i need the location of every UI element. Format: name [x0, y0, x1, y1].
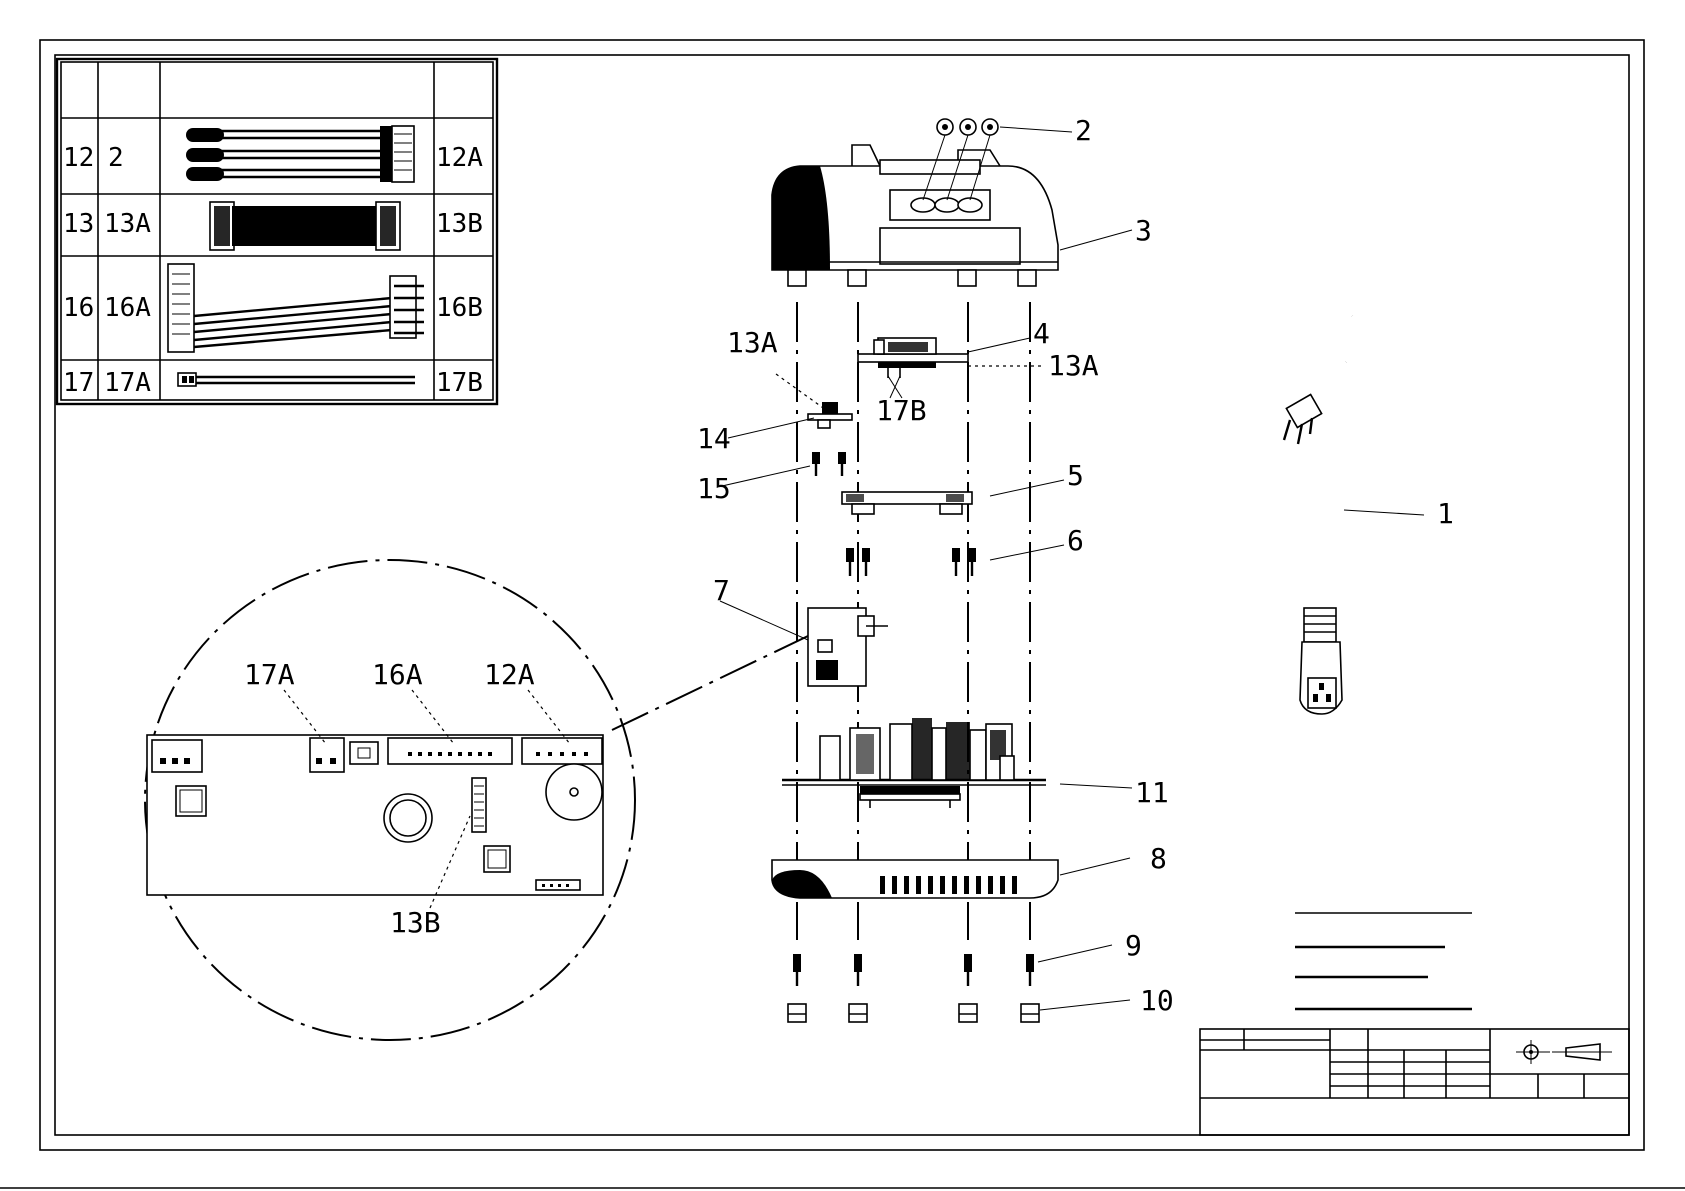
callout-6: 6: [1067, 524, 1084, 557]
callout-5: 5: [1067, 459, 1084, 492]
cable-12-graphic: [186, 126, 414, 182]
detail-label-16a: 16A: [372, 658, 423, 691]
cable-13-graphic: [210, 202, 400, 250]
callout-14: 14: [697, 422, 731, 455]
main-board-part-11: [782, 718, 1046, 808]
connector-part-7: [808, 608, 888, 686]
feet-part-10: [788, 1004, 1039, 1022]
callout-3: 3: [1135, 214, 1152, 247]
table-row-12-to: 12A: [436, 143, 483, 173]
screws-part-15: [812, 452, 846, 476]
callout-17b: 17B: [876, 394, 927, 427]
table-row-13-to: 13B: [436, 209, 483, 239]
callout-2: 2: [1075, 114, 1092, 147]
projection-symbol: [1516, 1040, 1612, 1064]
callout-8: 8: [1150, 842, 1167, 875]
table-row-12-from: 2: [108, 143, 124, 173]
connector-16a-pins: [408, 752, 492, 756]
top-housing-part-3: [772, 145, 1058, 286]
callout-10: 10: [1140, 984, 1174, 1017]
table-row-17-to: 17B: [436, 368, 483, 398]
screws-part-9: [793, 954, 1034, 986]
bracket-part-5: [842, 492, 972, 514]
display-board-part-4: [858, 338, 968, 378]
callout-15: 15: [697, 472, 731, 505]
callout-1: 1: [1437, 497, 1454, 530]
notes-lines: [1295, 913, 1472, 1009]
cable-17-graphic: [178, 373, 415, 386]
screws-part-6: [846, 548, 976, 576]
table-row-13-id: 13: [63, 209, 94, 239]
table-row-16-id: 16: [63, 293, 94, 323]
table-row-17-id: 17: [63, 368, 94, 398]
detail-label-12a: 12A: [484, 658, 535, 691]
title-block: [1200, 1029, 1629, 1135]
callout-13a-right: 13A: [1048, 349, 1099, 382]
table-row-16-to: 16B: [436, 293, 483, 323]
detail-label-17a: 17A: [244, 658, 295, 691]
detail-label-13b: 13B: [390, 906, 441, 939]
table-row-13-from: 13A: [104, 209, 151, 239]
callout-7: 7: [713, 574, 730, 607]
bottom-cover-part-8: [772, 860, 1058, 898]
wiring-table: 12 2 12A 13 13A 13B 16 16A 16B 17 17A 17…: [57, 59, 497, 404]
table-row-17-from: 17A: [104, 368, 151, 398]
callout-4: 4: [1033, 317, 1050, 350]
small-board-part-14: [808, 402, 852, 428]
callout-13a-left: 13A: [727, 326, 778, 359]
cable-16-graphic: [168, 264, 424, 352]
table-row-12-id: 12: [63, 143, 94, 173]
table-row-16-from: 16A: [104, 293, 151, 323]
detail-view: 17A 16A 12A 13B: [145, 560, 808, 1040]
callout-11: 11: [1135, 776, 1169, 809]
callout-9: 9: [1125, 929, 1142, 962]
power-cord-part-1: [1284, 316, 1371, 714]
